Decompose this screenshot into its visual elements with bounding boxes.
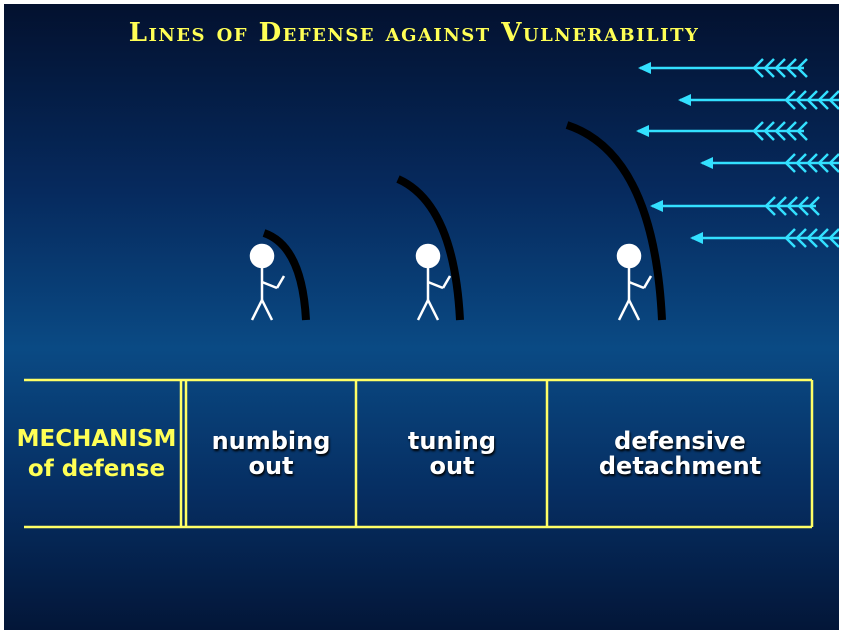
- incoming-arrow-icon: [700, 153, 839, 173]
- header-line-2: of defense: [27, 456, 166, 482]
- defense-cell-tuning-out: tuning out: [358, 414, 546, 494]
- cell-line-1: tuning: [407, 426, 497, 455]
- cell-line-1: defensive: [614, 426, 746, 455]
- incoming-arrow-icon: [650, 196, 820, 216]
- cell-line-2: out: [429, 452, 475, 480]
- stick-figure-icon: [249, 243, 286, 321]
- cell-line-2: out: [248, 452, 294, 480]
- incoming-arrow-icon: [638, 58, 808, 78]
- defense-cell-defensive-detachment: defensive detachment: [549, 414, 811, 494]
- mechanism-header-cell: MECHANISM of defense: [14, 414, 179, 494]
- slide-title: Lines of Defense against Vulnerability: [128, 18, 700, 48]
- cell-line-1: numbing: [211, 426, 331, 455]
- cell-line-2: detachment: [598, 452, 762, 480]
- mechanism-table: [24, 378, 814, 529]
- stick-figure-icon: [616, 243, 653, 321]
- header-line-1: MECHANISM: [16, 425, 177, 452]
- defense-illustration: [249, 58, 839, 321]
- shield-arc-icon: [262, 229, 310, 321]
- slide: Lines of Defense against Vulnerability: [4, 4, 839, 630]
- stick-figure-icon: [415, 243, 452, 321]
- incoming-arrow-icon: [690, 228, 839, 248]
- defense-cell-numbing-out: numbing out: [188, 414, 354, 494]
- shield-arc-icon: [396, 175, 464, 321]
- shield-arc-icon: [565, 121, 666, 321]
- incoming-arrow-icon: [678, 90, 839, 110]
- incoming-arrow-icon: [636, 121, 808, 141]
